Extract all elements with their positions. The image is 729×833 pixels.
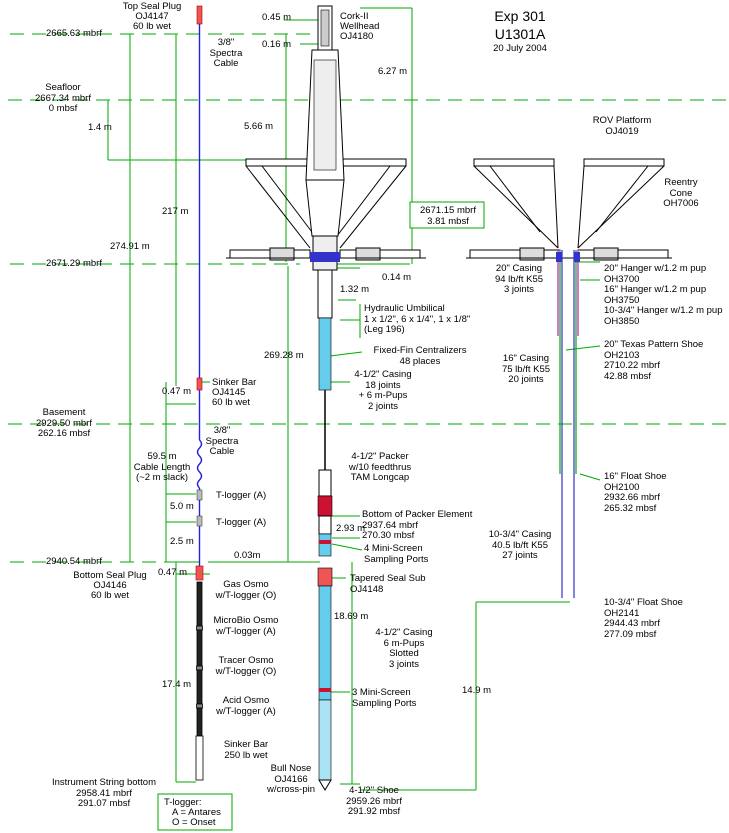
spectra-cable-top-label: 3/8" Spectra Cable (209, 37, 243, 69)
instrument-string-bottom-label: Instrument String bottom 2958.41 mbrf 29… (51, 777, 157, 809)
cork-column (305, 5, 345, 791)
spectra-cable-mid-label: 3/8" Spectra Cable (205, 425, 239, 457)
reentry-cone-label: Reentry Cone OH7006 (663, 177, 699, 209)
legend-onset: O = Onset (172, 817, 216, 828)
microbio-osmo-label: MicroBio Osmo w/T-logger (A) (213, 615, 279, 637)
dim-27491: 274.91 m (110, 241, 150, 252)
shoe-45-label: 4-1/2" Shoe 2959.26 mbrf 291.92 mbsf (346, 785, 402, 817)
dim-25: 2.5 m (170, 536, 194, 547)
dim-014: 0.14 m (382, 272, 412, 283)
seafloor-label: Seafloor 2667.34 mbrf 0 mbsf (35, 82, 91, 114)
wellhead-type: Wellhead (340, 21, 380, 32)
top-seal-plug-id: OJ4147 (135, 11, 169, 22)
legend-title: T-logger: (164, 797, 202, 808)
date-label: 20 July 2004 (493, 43, 547, 54)
hanger-depth-label: 2671.29 mbrf (46, 258, 102, 269)
hydraulic-umbilical-label: Hydraulic Umbilical 1 x 1/2", 6 x 1/4", … (364, 303, 471, 335)
dim-14: 1.4 m (88, 122, 112, 133)
bottom-seal-plug-title: Bottom Seal Plug (73, 570, 147, 581)
tracer-osmo-label: Tracer Osmo w/T-logger (O) (215, 655, 277, 677)
mini-screen-upper-label: 4 Mini-Screen Sampling Ports (364, 543, 429, 565)
float-shoe-1034-label: 10-3/4" Float Shoe OH2141 2944.43 mbrf 2… (604, 597, 683, 640)
sinker-bar-mid-name: Sinker Bar (212, 377, 257, 388)
top-seal-plug-title: Top Seal Plug (122, 1, 182, 12)
seal-depth-label: 2940.54 mbrf (46, 556, 102, 567)
packer-label: 4-1/2" Packer w/10 feedthrus TAM Longcap (348, 451, 412, 483)
dim-016: 0.16 m (262, 39, 292, 50)
right-casing-strings (556, 250, 580, 598)
expedition-title: Exp 301 (494, 8, 546, 24)
dim-149: 14.9 m (462, 685, 492, 696)
cone-depth-box (409, 201, 485, 229)
dim-003: 0.03m (234, 550, 261, 561)
basement-label: Basement 2929.50 mbrf 262.16 mbsf (36, 407, 92, 439)
sinker-bar-mid-id: OJ4145 (212, 387, 246, 398)
wellhead-name: Cork-II (340, 11, 369, 22)
dim-50: 5.0 m (170, 501, 194, 512)
centralizers-label: Fixed-Fin Centralizers 48 places (373, 345, 467, 367)
dim-1869: 18.69 m (334, 611, 369, 622)
hole-title: U1301A (494, 26, 546, 42)
cable-length-label: 59.5 m Cable Length (~2 m slack) (133, 451, 191, 483)
dim-566: 5.66 m (244, 121, 274, 132)
float-shoe-16-label: 16" Float Shoe OH2100 2932.66 mbrf 265.3… (604, 471, 667, 514)
legend-box (157, 793, 233, 831)
texas-shoe-label: 20" Texas Pattern Shoe OH2103 2710.22 mb… (604, 339, 704, 382)
rov-platform-right (466, 158, 672, 261)
bottom-seal-plug-weight: 60 lb wet (90, 590, 130, 601)
dim-627: 6.27 m (378, 66, 408, 77)
t-logger-a1-label: T-logger (A) (216, 490, 267, 501)
sinker-bar-mid-weight: 60 lb wet (212, 397, 251, 408)
mini-screen-lower-label: 3 Mini-Screen Sampling Ports (352, 687, 417, 709)
gas-osmo-label: Gas Osmo w/T-logger (O) (215, 579, 277, 601)
dim-132: 1.32 m (340, 284, 370, 295)
dim-26928: 269.28 m (264, 350, 304, 361)
acid-osmo-label: Acid Osmo w/T-logger (A) (216, 695, 276, 717)
wellhead-id: OJ4180 (340, 31, 374, 42)
casing-20-label: 20" Casing 94 lb/ft K55 3 joints (494, 263, 544, 295)
dim-045: 0.45 m (262, 12, 292, 23)
dim-047a: 0.47 m (162, 386, 192, 397)
casing-16-label: 16" Casing 75 lb/ft K55 20 joints (501, 353, 551, 385)
casing-upper-label: 4-1/2" Casing 18 joints + 6 m-Pups 2 joi… (354, 369, 412, 412)
dim-047b: 0.47 m (158, 567, 188, 578)
spectra-cable (195, 5, 204, 581)
sinker-bar-bottom-label: Sinker Bar 250 lb wet (223, 739, 269, 761)
top-depth-label: 2665.63 mbrf (46, 28, 102, 39)
dim-293: 2.93 m (336, 523, 366, 534)
rov-platform-label: ROV Platform OJ4019 (592, 115, 652, 137)
instrument-string (195, 581, 204, 781)
packer-element-label: Bottom of Packer Element 2937.64 mbrf 27… (362, 509, 473, 541)
t-logger-a2-label: T-logger (A) (216, 517, 267, 528)
casing-lower-label: 4-1/2" Casing 6 m-Pups Slotted 3 joints (375, 627, 433, 670)
top-seal-plug-weight: 60 lb wet (132, 21, 172, 32)
bull-nose-label: Bull Nose OJ4166 w/cross-pin (266, 763, 316, 795)
dim-217: 217 m (162, 206, 189, 217)
legend-antares: A = Antares (172, 807, 221, 818)
bottom-seal-plug-id: OJ4146 (93, 580, 127, 591)
casing-1034-label: 10-3/4" Casing 40.5 lb/ft K55 27 joints (488, 529, 552, 561)
cone-depth-label: 2671.15 mbrf 3.81 mbsf (420, 205, 476, 227)
dim-174: 17.4 m (162, 679, 192, 690)
tapered-seal-sub-label: Tapered Seal Sub OJ4148 (350, 573, 426, 595)
depth-lines (8, 33, 729, 563)
hangers-label: 20" Hanger w/1.2 m pup OH3700 16" Hanger… (604, 263, 723, 327)
